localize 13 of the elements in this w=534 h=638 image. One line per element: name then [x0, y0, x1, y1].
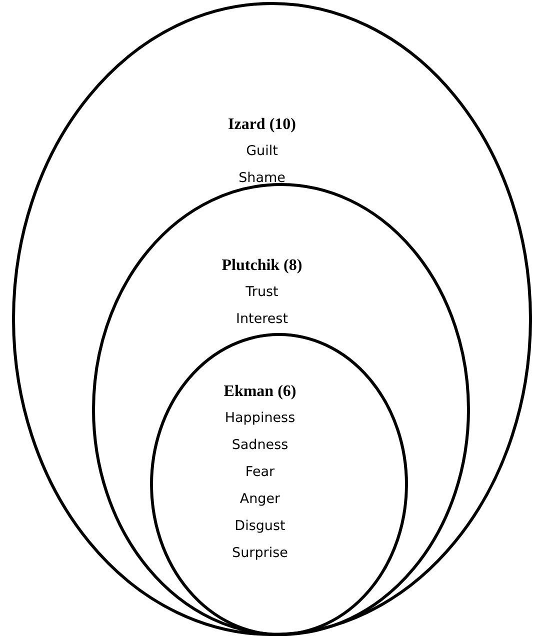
- emotion-label: Disgust: [234, 517, 286, 536]
- emotion-label: Interest: [236, 310, 288, 329]
- emotion-label: Happiness: [224, 409, 296, 428]
- set-heading: Ekman (6): [224, 382, 296, 402]
- emotion-label: Guilt: [246, 142, 278, 161]
- emotion-label: Anger: [240, 490, 280, 509]
- emotion-label: Trust: [246, 283, 278, 302]
- emotion-label: Fear: [245, 463, 275, 482]
- emotion-label: Sadness: [232, 436, 288, 455]
- set-heading: Izard (10): [228, 115, 296, 135]
- set-heading: Plutchik (8): [222, 256, 302, 276]
- emotion-label: Shame: [238, 169, 286, 188]
- emotion-label: Surprise: [232, 544, 288, 563]
